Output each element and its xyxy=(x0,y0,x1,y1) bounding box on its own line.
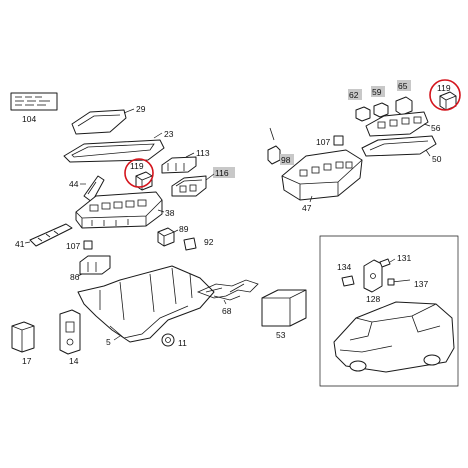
part-113-relay-strip xyxy=(161,156,197,174)
part-86-relay-block xyxy=(79,255,111,275)
vehicle-illustration xyxy=(333,301,455,373)
part-65-relay xyxy=(395,96,413,116)
callout-134: 134 xyxy=(337,262,351,272)
callout-128: 128 xyxy=(366,294,380,304)
highlight-65 xyxy=(397,80,411,91)
part-47-fuse-box xyxy=(281,149,363,201)
callout-44: 44 xyxy=(69,179,79,189)
part-38-fuse-box xyxy=(75,191,163,229)
callout-86: 86 xyxy=(70,272,80,282)
part-128-bracket xyxy=(363,259,383,293)
callout-62: 62 xyxy=(349,90,359,100)
callout-98: 98 xyxy=(281,155,291,165)
part-116-relay-socket xyxy=(171,175,207,197)
callout-92: 92 xyxy=(204,237,214,247)
part-89-relay xyxy=(157,227,175,247)
part-98-fuse xyxy=(267,127,281,165)
part-50-rail xyxy=(361,135,437,157)
callout-68: 68 xyxy=(222,306,232,316)
highlight-ring-119-left xyxy=(124,158,154,188)
part-119-relay-right xyxy=(439,91,457,111)
highlight-98 xyxy=(280,154,294,165)
highlight-59 xyxy=(371,86,385,97)
callout-119-right: 119 xyxy=(437,83,451,93)
highlight-ring-119-right xyxy=(429,79,461,111)
inset-frame xyxy=(319,235,459,387)
part-11-grommet xyxy=(161,333,175,347)
callout-107-right: 107 xyxy=(316,137,330,147)
part-107-relay-right xyxy=(333,135,344,146)
part-137-screw xyxy=(387,278,411,286)
callout-104: 104 xyxy=(22,114,36,124)
part-53-control-unit xyxy=(261,289,307,327)
part-62-relay xyxy=(355,106,371,122)
part-59-relay xyxy=(373,102,389,118)
part-29-cover xyxy=(71,109,127,135)
callout-137: 137 xyxy=(414,279,428,289)
part-41-bar xyxy=(29,223,73,247)
part-23-frame xyxy=(63,139,165,163)
callout-50: 50 xyxy=(432,154,442,164)
part-107-relay-left xyxy=(83,240,93,250)
part-92-clip xyxy=(183,237,197,251)
part-17-cap xyxy=(11,321,35,353)
callout-107-left: 107 xyxy=(66,241,80,251)
highlight-62 xyxy=(348,89,362,100)
part-14-holder xyxy=(59,309,81,355)
callout-23: 23 xyxy=(164,129,174,139)
part-134-clip xyxy=(341,275,355,287)
callout-89: 89 xyxy=(179,224,189,234)
highlight-116 xyxy=(213,167,235,178)
part-68-harness xyxy=(196,279,259,301)
part-104-label xyxy=(10,92,58,111)
callout-41: 41 xyxy=(15,239,25,249)
callout-29: 29 xyxy=(136,104,146,114)
callout-47: 47 xyxy=(302,203,312,213)
callout-38: 38 xyxy=(165,208,175,218)
callout-131: 131 xyxy=(397,253,411,263)
callout-14: 14 xyxy=(69,356,79,366)
callout-59: 59 xyxy=(372,87,382,97)
callout-5: 5 xyxy=(106,337,111,347)
callout-113: 113 xyxy=(196,148,210,158)
callout-53: 53 xyxy=(276,330,286,340)
callout-17: 17 xyxy=(22,356,32,366)
callout-11: 11 xyxy=(178,338,187,348)
callout-119-left: 119 xyxy=(130,161,144,171)
part-44-connector xyxy=(83,175,105,203)
part-5-bracket xyxy=(77,265,215,343)
part-56-relay-carrier xyxy=(365,111,429,137)
callout-56: 56 xyxy=(431,123,441,133)
callout-116: 116 xyxy=(215,168,229,178)
part-131-bolt xyxy=(379,258,396,268)
callout-65: 65 xyxy=(398,81,408,91)
